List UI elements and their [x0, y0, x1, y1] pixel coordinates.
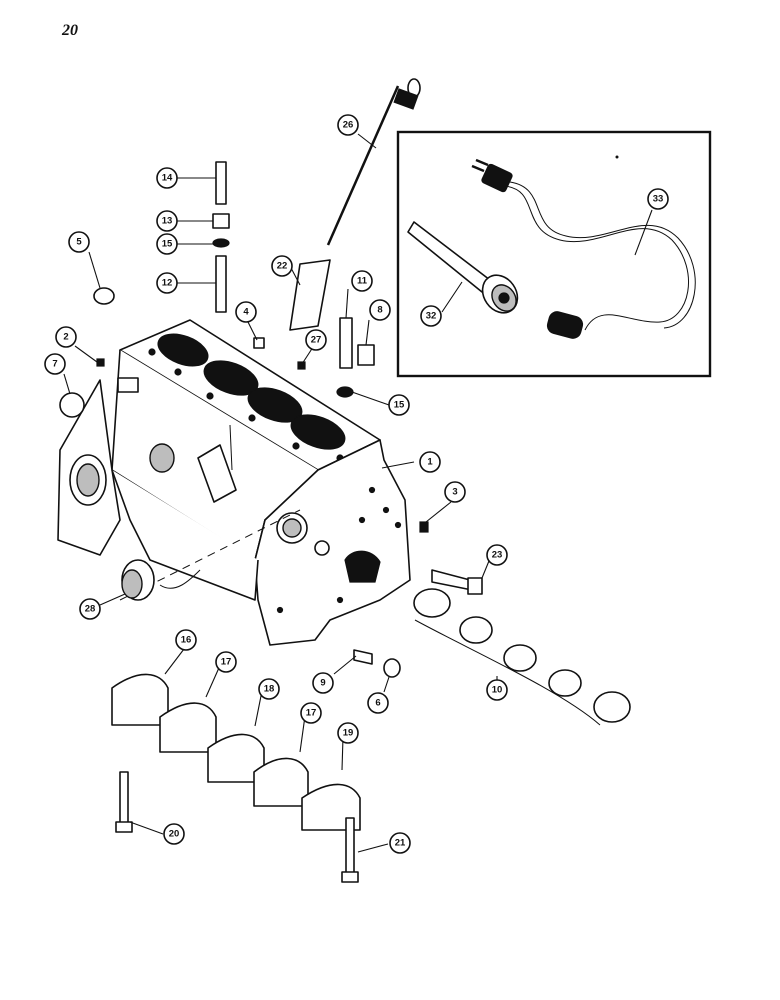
heater-power-cord — [504, 185, 690, 331]
callout-6-label: 6 — [375, 698, 380, 709]
callout-13: 13 — [156, 210, 178, 232]
callout-8: 8 — [369, 299, 391, 321]
cord-connector — [546, 311, 584, 339]
callout-4-label: 4 — [243, 307, 249, 318]
callout-22-label: 22 — [277, 261, 288, 272]
part-7-ring — [59, 392, 85, 418]
part-21-bolt — [345, 817, 355, 875]
callout-17-a-label: 17 — [221, 657, 232, 668]
callout-18-label: 18 — [264, 684, 275, 695]
callout-33-label: 33 — [653, 194, 664, 205]
main-bearing-caps — [111, 673, 361, 831]
callout-2-label: 2 — [63, 332, 68, 343]
callout-7: 7 — [44, 353, 66, 375]
part-12-stud — [215, 255, 227, 313]
part-22-tube — [289, 259, 331, 331]
part-5-plug — [93, 287, 115, 305]
callout-15-top: 15 — [156, 233, 178, 255]
heater-element — [407, 221, 519, 314]
callout-10-label: 10 — [492, 685, 503, 696]
part-20-bolt — [119, 771, 129, 825]
callout-12-label: 12 — [162, 278, 173, 289]
callout-4: 4 — [235, 301, 257, 323]
callout-16: 16 — [175, 629, 197, 651]
callout-7-label: 7 — [52, 359, 57, 370]
callout-6: 6 — [367, 692, 389, 714]
callout-15-lower: 15 — [388, 394, 410, 416]
callout-10: 10 — [486, 679, 508, 701]
callout-17-a: 17 — [215, 651, 237, 673]
callout-32: 32 — [420, 305, 442, 327]
callout-9-label: 9 — [320, 678, 325, 689]
part-6-washer — [383, 658, 401, 678]
callout-9: 9 — [312, 672, 334, 694]
callout-17-b-label: 17 — [306, 708, 317, 719]
page-number: 20 — [62, 22, 78, 39]
callout-27-label: 27 — [311, 335, 322, 346]
callout-14: 14 — [156, 167, 178, 189]
callout-21-label: 21 — [395, 838, 406, 849]
callout-33: 33 — [647, 188, 669, 210]
callout-19-label: 19 — [343, 728, 354, 739]
engine-block — [57, 319, 411, 646]
callout-17-b: 17 — [300, 702, 322, 724]
part-8-sleeve — [357, 344, 375, 366]
part-9-bolt — [353, 649, 373, 665]
callout-16-label: 16 — [181, 635, 192, 646]
callout-3: 3 — [444, 481, 466, 503]
part-26-dipstick — [326, 78, 421, 246]
callout-20-label: 20 — [169, 829, 180, 840]
callout-15-lower-label: 15 — [394, 400, 405, 411]
callout-12: 12 — [156, 272, 178, 294]
part-15-washer-2 — [336, 386, 354, 398]
callout-28-label: 28 — [85, 604, 96, 615]
part-27-pin — [297, 361, 306, 370]
callout-2: 2 — [55, 326, 77, 348]
part-23-bolt — [431, 569, 473, 591]
callout-14-label: 14 — [162, 173, 173, 184]
callout-11-label: 11 — [357, 276, 368, 287]
callout-18: 18 — [258, 678, 280, 700]
callout-5-label: 5 — [76, 237, 82, 248]
callout-32-label: 32 — [426, 311, 437, 322]
callout-27: 27 — [305, 329, 327, 351]
callout-20: 20 — [163, 823, 185, 845]
callout-23-label: 23 — [492, 550, 503, 561]
callout-23: 23 — [486, 544, 508, 566]
callout-26: 26 — [337, 114, 359, 136]
callout-22: 22 — [271, 255, 293, 277]
callout-26-label: 26 — [343, 120, 354, 131]
callout-8-label: 8 — [377, 305, 382, 316]
callout-3-label: 3 — [452, 487, 457, 498]
callout-13-label: 13 — [162, 216, 173, 227]
cord-plug — [471, 158, 513, 193]
callout-11: 11 — [351, 270, 373, 292]
callout-1: 1 — [419, 451, 441, 473]
block-heater-inset — [396, 130, 712, 378]
part-10-cam-bearings — [413, 588, 631, 726]
part-13-nut — [212, 213, 230, 229]
callout-28: 28 — [79, 598, 101, 620]
callout-21: 21 — [389, 832, 411, 854]
part-2-pin — [96, 358, 105, 367]
callout-15-top-label: 15 — [162, 239, 173, 250]
part-4-plug — [253, 337, 265, 349]
part-14-stud — [215, 161, 227, 205]
callout-1-label: 1 — [427, 457, 433, 468]
callout-5: 5 — [68, 231, 90, 253]
leader-lines — [63, 133, 653, 853]
part-3-pin — [419, 521, 429, 533]
part-15-washer — [212, 238, 230, 248]
callout-19: 19 — [337, 722, 359, 744]
part-11-bolt — [339, 317, 353, 369]
